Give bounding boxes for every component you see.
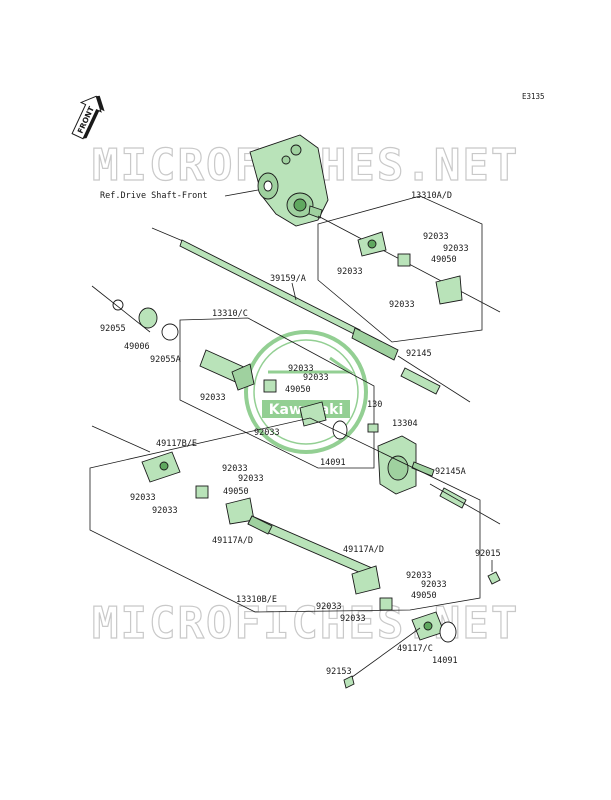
group-box-13310C <box>179 317 375 469</box>
coupling-13304 <box>377 435 435 495</box>
label-14091-b: 14091 <box>432 656 458 666</box>
diagram-code: E3135 <box>522 92 545 101</box>
label-49050-d: 49050 <box>411 591 437 601</box>
group-box-13310AD <box>317 195 483 343</box>
cross-49050-c <box>195 485 209 499</box>
label-92033-5: 92033 <box>288 364 314 374</box>
label-92033-16: 92033 <box>340 614 366 624</box>
label-92033-8: 92033 <box>254 428 280 438</box>
boot-49006 <box>138 307 158 329</box>
oring-92055A <box>161 323 179 341</box>
label-13304: 13304 <box>392 419 418 429</box>
label-92033-12: 92033 <box>152 506 178 516</box>
nut-92015 <box>487 571 501 585</box>
oring-92055 <box>112 299 124 311</box>
label-49117AD-a: 49117A/D <box>212 536 253 546</box>
label-13310AD: 13310A/D <box>411 191 452 201</box>
group-box-13310BE <box>89 417 481 613</box>
label-92055A: 92055A <box>150 355 181 365</box>
label-49117BE: 49117B/E <box>156 439 197 449</box>
washer-14091-b <box>439 621 457 643</box>
label-39159A: 39159/A <box>270 274 306 284</box>
watermark-bottom: MICROFICHES.NET <box>92 598 519 649</box>
label-92033-14: 92033 <box>421 580 447 590</box>
spring-92145 <box>400 367 441 395</box>
front-arrow-icon <box>71 95 105 140</box>
label-49006: 49006 <box>124 342 150 352</box>
label-92033-11: 92033 <box>130 493 156 503</box>
label-49117AD-b: 49117A/D <box>343 545 384 555</box>
yoke-13310AD-rear <box>435 275 463 305</box>
yoke-49117C <box>411 611 445 641</box>
cross-49050-b <box>263 379 277 393</box>
label-92033-1: 92033 <box>423 232 449 242</box>
label-92033-9: 92033 <box>222 464 248 474</box>
label-92033-15: 92033 <box>316 602 342 612</box>
label-92033-4: 92033 <box>389 300 415 310</box>
label-92033-7: 92033 <box>200 393 226 403</box>
label-92055: 92055 <box>100 324 126 334</box>
front-gear-case <box>249 134 329 227</box>
yoke-49117AD-rear <box>351 565 381 595</box>
shaft-13310C <box>199 349 255 391</box>
label-130: 130 <box>367 400 382 410</box>
label-49050-a: 49050 <box>431 255 457 265</box>
label-49050-b: 49050 <box>285 385 311 395</box>
label-92033-13: 92033 <box>406 571 432 581</box>
label-92033-6: 92033 <box>303 373 329 383</box>
label-92015: 92015 <box>475 549 501 559</box>
label-92145A: 92145A <box>435 467 466 477</box>
shaft-39159A <box>179 239 399 361</box>
label-14091-a: 14091 <box>320 458 346 468</box>
label-13310BE: 13310B/E <box>236 595 277 605</box>
label-49050-c: 49050 <box>223 487 249 497</box>
yoke-49117BE <box>141 451 181 483</box>
bolt-130 <box>367 423 379 433</box>
label-49117C: 49117/C <box>397 644 433 654</box>
label-92153: 92153 <box>326 667 352 677</box>
cross-49050-a <box>397 253 411 267</box>
label-13310C: 13310/C <box>212 309 248 319</box>
cross-49050-d <box>379 597 393 611</box>
label-92145: 92145 <box>406 349 432 359</box>
bolt-92153 <box>343 675 355 689</box>
label-92033-3: 92033 <box>337 267 363 277</box>
label-92033-10: 92033 <box>238 474 264 484</box>
label-ref-drive-shaft-front: Ref.Drive Shaft-Front <box>100 191 207 201</box>
label-92033-2: 92033 <box>443 244 469 254</box>
yoke-13310AD <box>357 231 387 257</box>
